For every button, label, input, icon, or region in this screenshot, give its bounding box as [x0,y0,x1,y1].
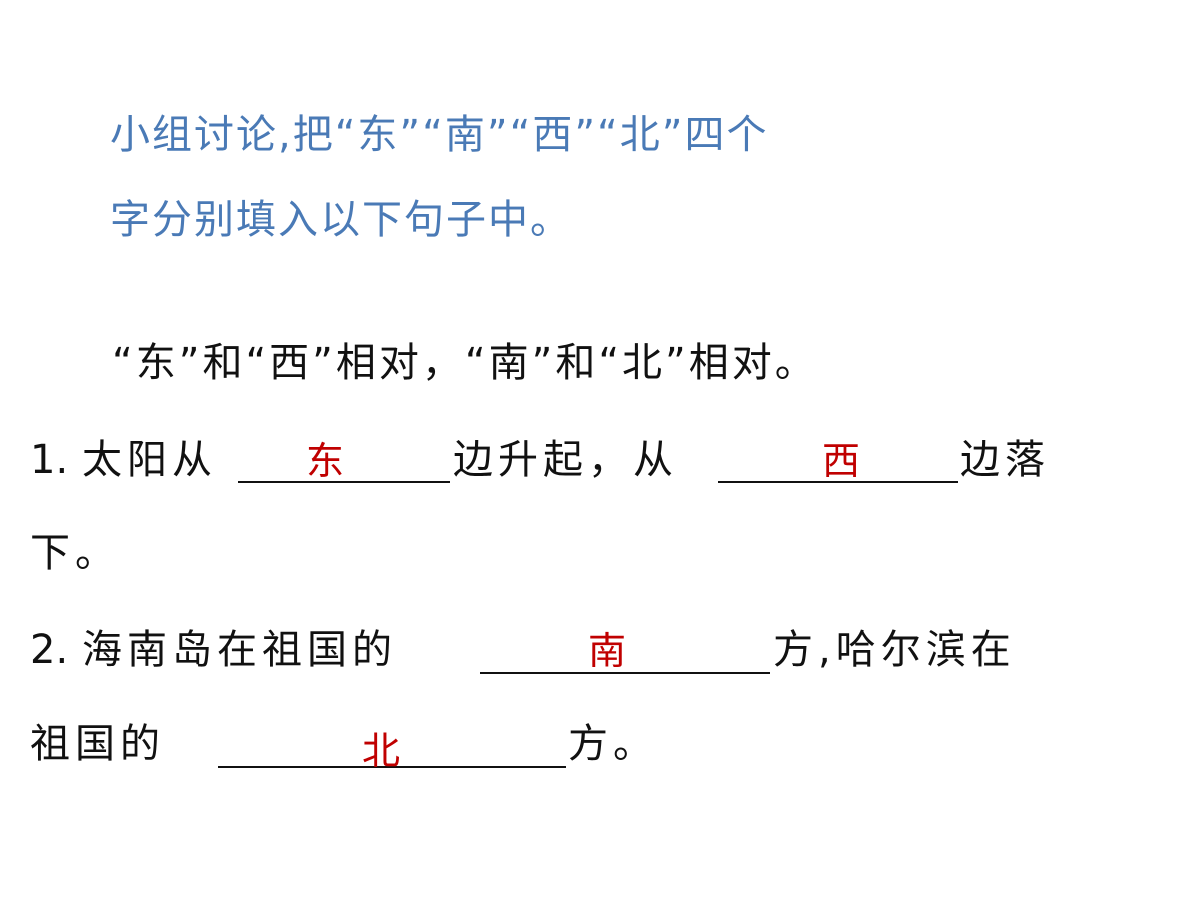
q2-text-part2: 方,哈尔滨在 [773,627,1016,673]
q1-blank-1 [238,481,450,483]
q2-answer-1: 南 [588,629,627,673]
intro-line-2: 字分别填入以下句子中。 [110,197,572,243]
q2-number: 2. [30,627,69,673]
q1-number: 1. [30,437,69,483]
q2-text-part3: 祖国的 [30,721,165,767]
q1-text-part3: 边落 [960,437,1050,483]
q1-blank-2 [718,481,958,483]
q1-answer-1: 东 [306,439,345,483]
q2-text-part4: 方。 [568,721,658,767]
q2-blank-2 [218,766,566,768]
rule-line: “东”和“西”相对，“南”和“北”相对。 [112,340,818,386]
q1-text-part2: 边升起，从 [453,437,678,483]
q1-text-part1: 太阳从 [82,437,217,483]
intro-line-1: 小组讨论,把“东”“南”“西”“北”四个 [110,112,769,158]
q1-text-part4: 下。 [30,530,120,576]
q2-text-part1: 海南岛在祖国的 [82,627,397,673]
q2-answer-2: 北 [362,729,401,773]
q1-answer-2: 西 [822,439,861,483]
q2-blank-1 [480,672,770,674]
